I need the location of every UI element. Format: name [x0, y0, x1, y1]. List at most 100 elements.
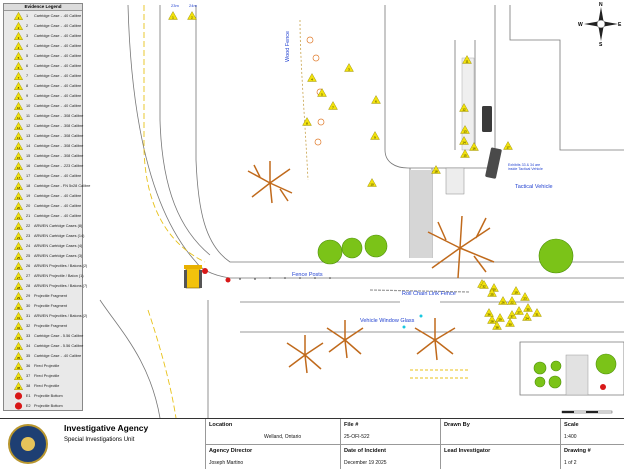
legend-item-label: ARWEN Projectiles / Batons (2) [34, 314, 88, 318]
date-cell: Date of Incident December 19 2025 [340, 444, 440, 469]
legend-item-label: Cartridge Case - 5.56 Calibre [34, 344, 84, 348]
evidence-marker: 26 [498, 296, 508, 305]
evidence-marker-number: 22 [510, 301, 514, 305]
measurement-label: 23m [171, 3, 179, 8]
svg-text:30: 30 [17, 306, 21, 310]
legend-item-label: Cartridge Case - .40 Calibre [34, 94, 82, 98]
evidence-marker: 12 [459, 103, 469, 112]
legend-item-number: 6 [26, 64, 29, 68]
evidence-marker: 9 [370, 131, 380, 140]
evidence-marker: 32 [479, 280, 489, 289]
evidence-triangle-icon: 24 [14, 242, 23, 250]
evidence-marker: 4 [307, 73, 317, 82]
centerline-1 [143, 5, 206, 263]
evidence-triangle-icon: 12 [14, 122, 23, 130]
evidence-marker-number: 4 [311, 78, 313, 82]
svg-text:19: 19 [17, 196, 21, 200]
evidence-triangle-icon: 6 [14, 62, 23, 70]
svg-text:31: 31 [17, 316, 21, 320]
svg-text:15: 15 [17, 156, 21, 160]
svg-text:8: 8 [18, 86, 20, 90]
legend-item-label: Cartridge Case - .40 Calibre [34, 14, 82, 18]
svg-text:37: 37 [17, 376, 21, 380]
evidence-marker: 10 [367, 178, 377, 187]
evidence-marker: 18 [431, 165, 441, 174]
legend-item-number: E1 [26, 394, 31, 398]
svg-text:21: 21 [17, 216, 21, 220]
evidence-marker-number: 3 [348, 68, 350, 72]
scale-cell: Scale 1:400 [560, 419, 624, 444]
file-value: 25-OFI-522 [344, 434, 370, 440]
svg-text:12: 12 [17, 126, 21, 130]
legend-item-label: Cartridge Case - .40 Calibre [34, 34, 82, 38]
evidence-markers: 1234567891011121314151617181920212223242… [168, 11, 542, 330]
legend-item-number: 13 [26, 134, 31, 138]
evidence-triangle-icon: 17 [14, 172, 23, 180]
evidence-marker: 15 [460, 149, 470, 158]
tree [414, 318, 456, 361]
wood-fence-label: Wood Fence [285, 31, 291, 62]
svg-text:17: 17 [17, 176, 21, 180]
legend-item-number: 11 [26, 114, 30, 118]
evidence-triangle-icon: 37 [14, 372, 23, 380]
parking-outline [384, 5, 496, 169]
evidence-marker-number: 1 [172, 16, 174, 20]
legend-item-number: 38 [26, 384, 31, 388]
evidence-marker: 16 [469, 142, 479, 151]
legend-title: Evidence Legend [4, 4, 82, 11]
evidence-marker-number: 32 [482, 285, 486, 289]
evidence-triangle-icon: 31 [14, 312, 23, 320]
evidence-triangle-icon: 18 [14, 182, 23, 190]
tactical-vehicle-label: Tactical Vehicle [515, 184, 553, 190]
evidence-circle-icon [14, 392, 23, 400]
evidence-marker-number: 27 [517, 311, 521, 315]
drawing-value: 1 of 2 [564, 460, 577, 466]
evidence-triangle-icon: 7 [14, 72, 23, 80]
evidence-triangle-icon: 32 [14, 322, 23, 330]
scale-value: 1:400 [564, 434, 577, 440]
svg-text:5: 5 [18, 56, 20, 60]
svg-text:2: 2 [18, 26, 20, 30]
evidence-marker-number: 15 [463, 154, 467, 158]
evidence-marker: 23 [520, 292, 530, 301]
legend-item-number: 30 [26, 304, 31, 308]
stairs [565, 354, 589, 396]
evidence-marker-number: 29 [498, 318, 502, 322]
evidence-triangle-icon: 1 [14, 12, 23, 20]
legend-item-label: Cartridge Case - .40 Calibre [34, 54, 82, 58]
shrub [548, 375, 562, 389]
svg-text:11: 11 [17, 116, 20, 120]
legend-item-label: Cartridge Case - .308 Calibre [34, 144, 84, 148]
evidence-triangle-icon: 15 [14, 152, 23, 160]
evidence-marker-number: 10 [370, 183, 374, 187]
evidence-triangle-icon: 34 [14, 342, 23, 350]
evidence-marker-number: 20 [492, 288, 496, 292]
director-value: Joseph Martino [209, 460, 244, 466]
svg-text:7: 7 [18, 76, 20, 80]
svg-text:3: 3 [18, 36, 20, 40]
evidence-marker-number: 36 [487, 313, 491, 317]
shrub [550, 360, 562, 372]
legend-item-label: Cartridge Case - .40 Calibre [34, 74, 82, 78]
compass-e: E [618, 22, 622, 28]
scene-diagram: 1234567891011121314151617181920212223242… [99, 2, 624, 419]
evidence-marker-number: 12 [462, 108, 466, 112]
road-edge-right [195, 5, 624, 263]
legend-item-label: Cartridge Case - .40 Calibre [34, 354, 82, 358]
evidence-marker: 22 [507, 296, 517, 305]
evidence-marker-number: 14 [462, 141, 466, 145]
